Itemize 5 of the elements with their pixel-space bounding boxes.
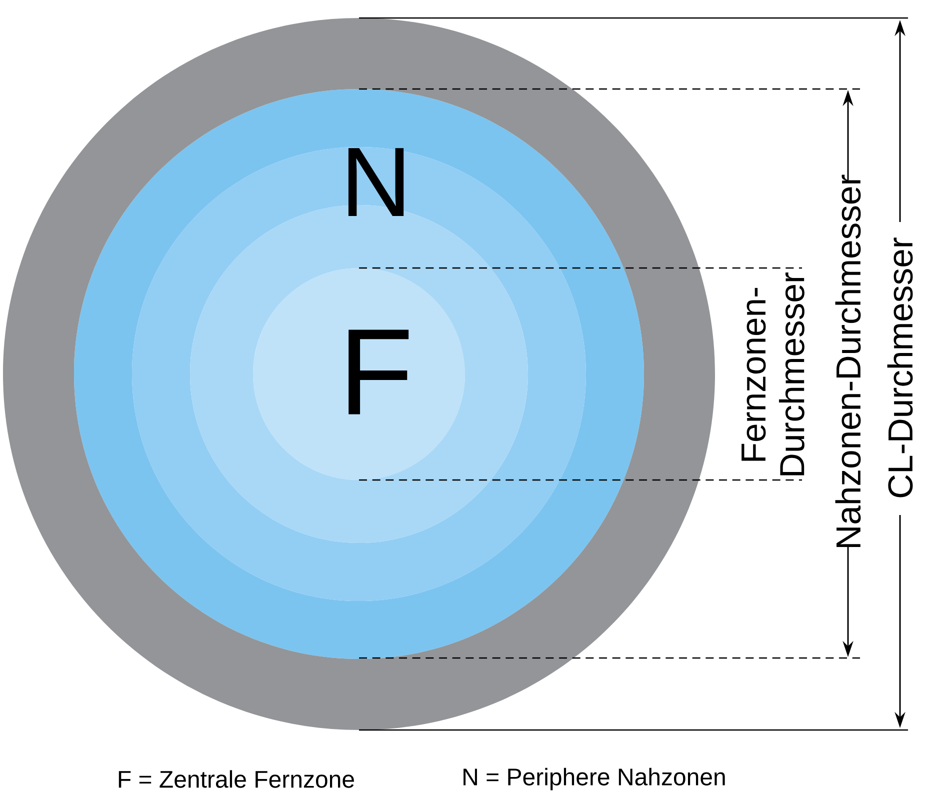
legend-text: N = Periphere Nahzonen bbox=[464, 768, 725, 790]
dimension-label: Nahzonen-Durchmesser bbox=[835, 174, 861, 548]
legend-text: F = Zentrale Fernzone bbox=[118, 770, 354, 788]
dimension-label: CL-Durchmesser bbox=[887, 238, 913, 498]
dimension-label: Fernzonen- Durchmesser bbox=[742, 272, 804, 476]
